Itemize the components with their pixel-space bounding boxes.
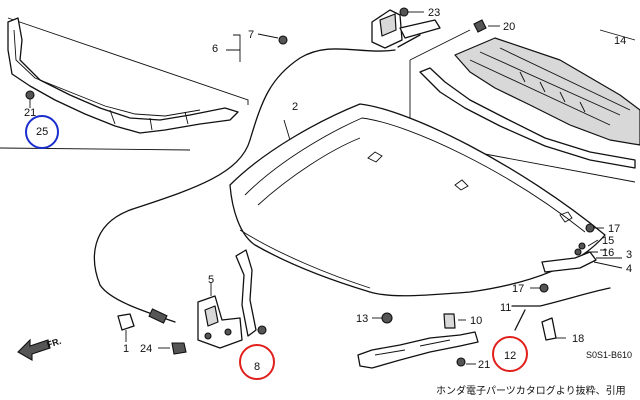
bolt-23[interactable]: [399, 7, 409, 17]
hood-stay-holder[interactable]: [541, 317, 557, 341]
front-hood-seal[interactable]: [357, 331, 479, 369]
callout-1: 1: [123, 343, 129, 355]
front-direction-arrow: [17, 338, 51, 361]
hood-latch[interactable]: [197, 282, 243, 349]
callout-24: 24: [140, 343, 152, 355]
clip-17-lower[interactable]: [539, 283, 549, 293]
bolt-13[interactable]: [381, 312, 393, 324]
hood-support-rod[interactable]: [511, 287, 611, 331]
callout-2: 2: [292, 101, 298, 113]
callout-10: 10: [470, 315, 482, 327]
clip-10[interactable]: [443, 313, 456, 329]
callout-11: 11: [500, 302, 511, 314]
callout-3: 3: [626, 249, 632, 261]
callout-20: 20: [503, 21, 515, 33]
callout-5: 5: [208, 274, 214, 286]
callout-23: 23: [428, 7, 440, 19]
clip-20[interactable]: [473, 19, 487, 33]
callout-7: 7: [248, 29, 254, 41]
cowl-top-grille[interactable]: [454, 37, 640, 146]
callout-8: 8: [254, 361, 260, 373]
clip-7[interactable]: [278, 35, 288, 45]
clip-21-left[interactable]: [25, 90, 35, 100]
hood-hinge-arm[interactable]: [235, 249, 267, 337]
hood-hinge-3[interactable]: [541, 251, 597, 273]
hood-seal-strip[interactable]: [7, 17, 239, 134]
callout-17-lower: 17: [512, 283, 524, 295]
highlight-circle-12: [492, 336, 528, 372]
diagram-code: S0S1-B610: [586, 350, 632, 360]
callout-14: 14: [614, 35, 626, 47]
callout-25: 25: [36, 126, 48, 138]
inset-panel-right: [409, 29, 640, 183]
clip-17-upper[interactable]: [585, 223, 595, 233]
hood-panel[interactable]: [229, 103, 606, 297]
callout-21-bottom: 21: [478, 359, 490, 371]
highlight-circle-8: [239, 344, 275, 380]
credit-caption: ホンダ電子パーツカタログより抜粋、引用: [436, 384, 626, 397]
front-label: FR.: [46, 336, 63, 350]
hood-bumper-1[interactable]: [117, 313, 135, 331]
clip-21-bottom[interactable]: [456, 357, 466, 367]
callout-18: 18: [572, 333, 584, 345]
callout-4: 4: [626, 263, 632, 275]
hood-release-handle[interactable]: [371, 9, 441, 49]
cowl-seal[interactable]: [419, 67, 636, 169]
callout-12: 12: [504, 350, 516, 362]
callout-16: 16: [602, 247, 614, 259]
callout-15: 15: [602, 235, 614, 247]
callout-17-upper: 17: [608, 223, 620, 235]
bolt-24[interactable]: [171, 342, 187, 355]
highlight-circle-25: [25, 115, 59, 149]
inset-panel-left: [0, 17, 249, 151]
hood-release-cable[interactable]: [93, 34, 421, 324]
callout-6: 6: [212, 43, 218, 55]
callout-21-left: 21: [24, 107, 36, 119]
callout-13: 13: [356, 313, 368, 325]
